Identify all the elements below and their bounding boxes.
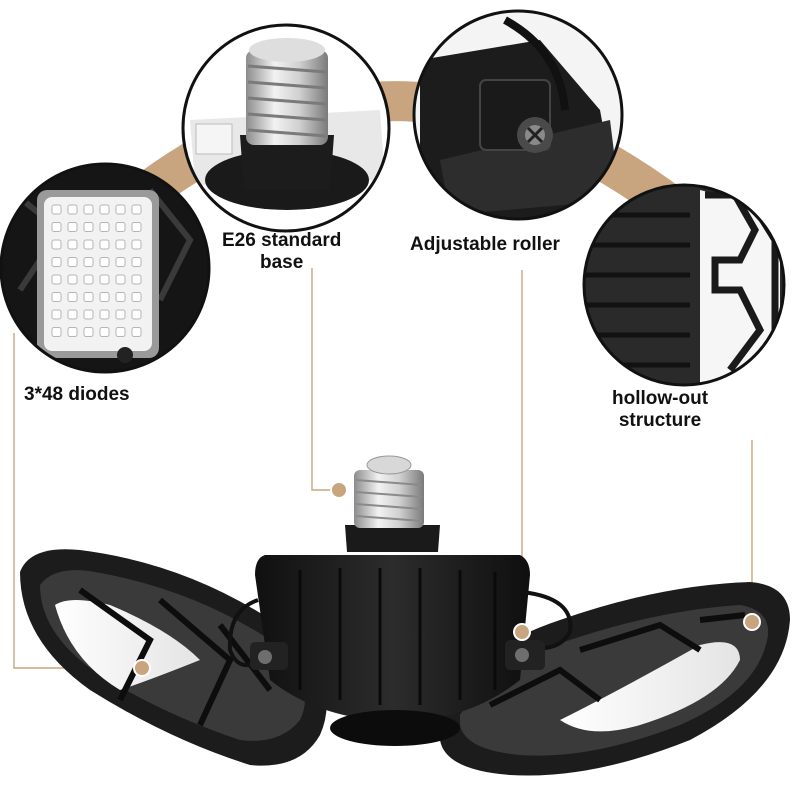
label-e26-base: E26 standard base [222, 230, 341, 274]
led-diode [131, 292, 142, 302]
led-grid [51, 204, 142, 337]
leader-line-base [311, 268, 337, 491]
center-housing [255, 555, 530, 722]
led-diode [115, 239, 126, 250]
led-diode [51, 222, 62, 232]
led-diode [131, 222, 142, 232]
led-diode [115, 327, 126, 337]
dot-roller [513, 623, 531, 641]
led-diode [67, 327, 78, 337]
led-diode [131, 309, 142, 320]
led-diode [83, 292, 94, 302]
left-wing [20, 549, 327, 766]
lamp-product [20, 455, 790, 776]
led-diode [99, 274, 110, 285]
led-diode [51, 257, 62, 267]
detail-circle-roller [412, 9, 624, 221]
led-diode [67, 204, 78, 215]
led-diode [83, 239, 94, 250]
led-diode [131, 204, 142, 215]
led-diode [115, 292, 126, 302]
led-diode [83, 274, 94, 285]
led-diode [67, 274, 78, 285]
led-diode [115, 257, 126, 267]
led-diode [115, 274, 126, 285]
dot-diodes [133, 659, 151, 677]
label-e26-base-line1: E26 standard [222, 230, 342, 251]
led-diode [51, 239, 62, 250]
led-diode [99, 222, 110, 232]
detail-circle-base [181, 23, 391, 233]
led-diode [131, 327, 142, 337]
label-hollow-out-line2: structure [618, 410, 702, 431]
led-diode [99, 292, 110, 302]
label-diodes: 3*48 diodes [24, 384, 130, 406]
led-diode [83, 204, 94, 215]
led-diode [99, 257, 110, 267]
label-adjustable-roller: Adjustable roller [410, 234, 560, 256]
led-diode [115, 222, 126, 232]
led-diode [51, 309, 62, 320]
right-wing [440, 582, 790, 776]
label-hollow-out: hollow-out structure [612, 388, 708, 432]
label-adjustable-roller-line1: Adjustable roller [410, 234, 560, 255]
led-diode [99, 309, 110, 320]
led-diode [99, 327, 110, 337]
dot-base [330, 481, 348, 499]
led-diode [51, 327, 62, 337]
led-diode [83, 327, 94, 337]
led-diode [67, 309, 78, 320]
callout-dots [133, 481, 761, 677]
label-hollow-out-line1: hollow-out [612, 388, 709, 409]
led-diode [67, 292, 78, 302]
led-diode [67, 239, 78, 250]
led-diode [99, 239, 110, 250]
label-e26-base-line2: base [260, 252, 304, 273]
detail-circle-diodes [0, 162, 211, 374]
led-diode [99, 204, 110, 215]
led-diode [115, 204, 126, 215]
label-diodes-line1: 3*48 diodes [24, 384, 130, 405]
led-diode [51, 204, 62, 215]
led-diode [131, 239, 142, 250]
led-diode [83, 309, 94, 320]
led-diode [51, 292, 62, 302]
led-diode [131, 274, 142, 285]
led-diode [115, 309, 126, 320]
led-diode [67, 257, 78, 267]
led-diode [131, 257, 142, 267]
led-diode [83, 257, 94, 267]
led-diode [83, 222, 94, 232]
led-diode [67, 222, 78, 232]
detail-circle-hollow [582, 183, 786, 387]
led-diode [51, 274, 62, 285]
dot-hollow [743, 613, 761, 631]
